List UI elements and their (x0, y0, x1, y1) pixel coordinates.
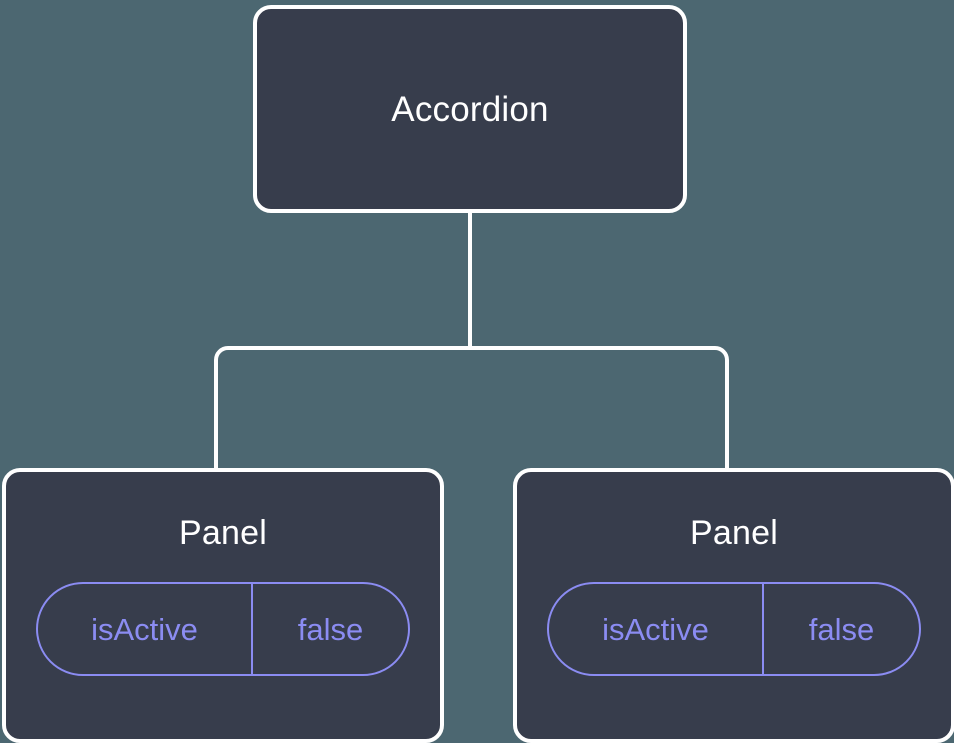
prop-badge-isactive-2[interactable]: isActive false (547, 582, 921, 676)
panel-2-props: isActive false (517, 582, 951, 676)
prop-badge-isactive-1[interactable]: isActive false (36, 582, 410, 676)
panel-1-props: isActive false (6, 582, 440, 676)
node-panel-1[interactable]: Panel isActive false (2, 468, 444, 743)
node-accordion-label: Accordion (391, 89, 549, 129)
node-panel-2-label: Panel (690, 514, 778, 552)
edge-corner-right (714, 346, 729, 361)
node-panel-1-label: Panel (179, 514, 267, 552)
node-accordion[interactable]: Accordion (253, 5, 687, 213)
node-panel-2[interactable]: Panel isActive false (513, 468, 954, 743)
edge-corner-left (214, 346, 229, 361)
prop-key-1: isActive (38, 584, 253, 674)
edge-path-straight (214, 212, 729, 470)
prop-value-2: false (808, 611, 875, 647)
prop-key-2: isActive (549, 584, 764, 674)
prop-value-1: false (297, 611, 364, 647)
